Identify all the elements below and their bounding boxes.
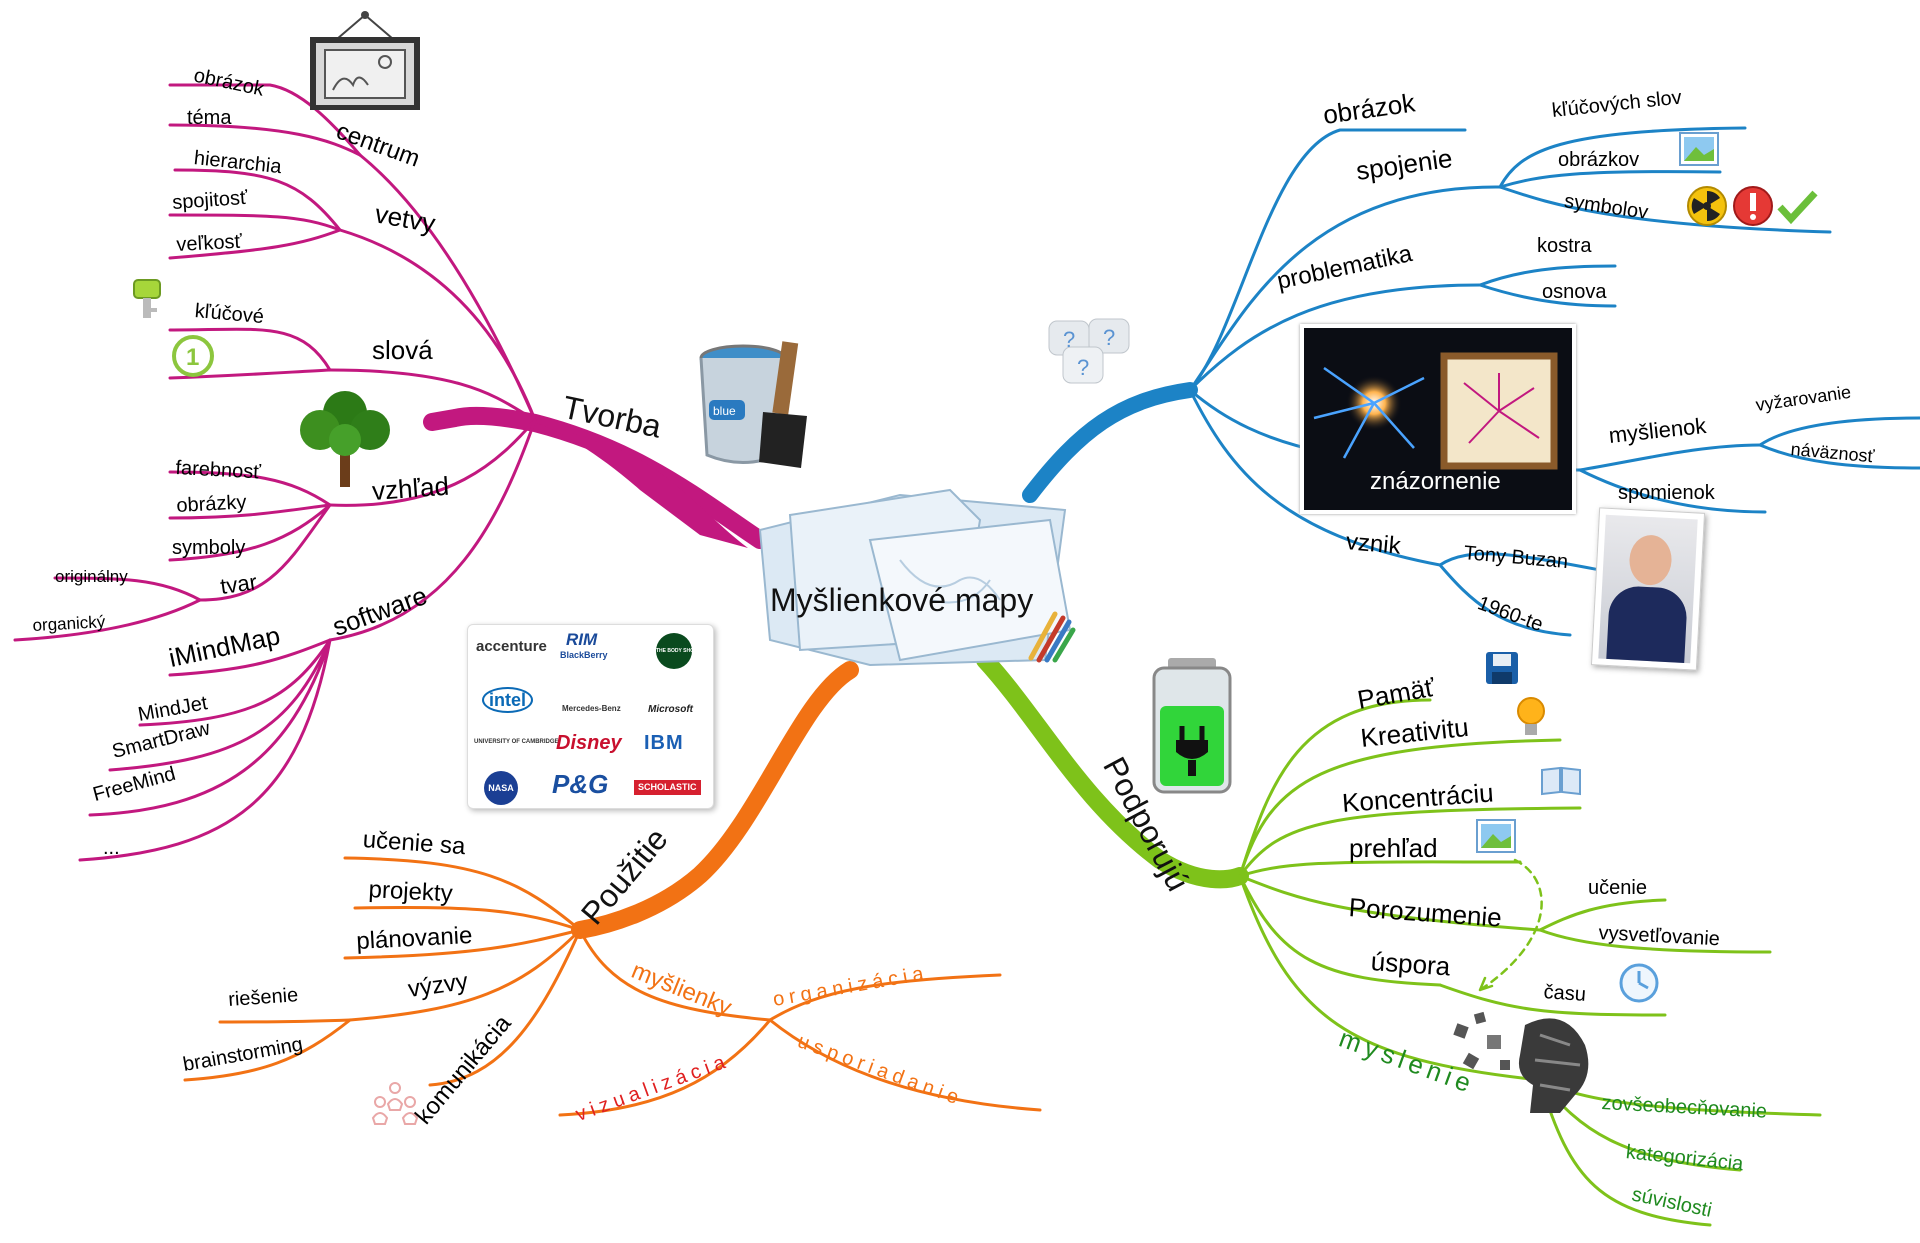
- center-image: [758, 488, 1072, 667]
- logo-disney: Disney: [556, 732, 622, 754]
- logo-mercedes: Mercedes-Benz: [562, 704, 621, 713]
- znazornenie-image: [1300, 324, 1576, 514]
- node-originalny: originálny: [55, 567, 128, 586]
- node-spomienok: spomienok: [1618, 482, 1715, 504]
- cube-head-icon: [1453, 1011, 1589, 1113]
- portrait-photo-icon: [1590, 507, 1706, 671]
- logo-intel: intel: [482, 687, 534, 713]
- logo-blackberry: BlackBerry: [560, 650, 608, 660]
- node-ucenie-p: učenie: [1588, 877, 1647, 899]
- question-bubbles-icon: ? ? ?: [1048, 318, 1130, 384]
- node-prehlad: prehľad: [1349, 833, 1438, 863]
- node-uspora: úspora: [1369, 946, 1452, 982]
- clock-icon: [1619, 963, 1659, 1003]
- radiation-icon: [1687, 186, 1727, 226]
- node-planovanie: plánovanie: [355, 921, 474, 955]
- node-obrazkov: obrázkov: [1558, 149, 1640, 171]
- node-riesenie: riešenie: [227, 984, 299, 1011]
- svg-text:?: ?: [1103, 325, 1115, 350]
- logo-scholastic: SCHOLASTIC: [634, 780, 701, 795]
- tree-icon: [300, 391, 390, 487]
- neuron-icon: [1313, 352, 1558, 470]
- picture-frame-icon: [310, 11, 420, 110]
- svg-text:blue: blue: [713, 404, 736, 418]
- crayons-icon: [1028, 611, 1076, 663]
- center-label: Myšlienkové mapy: [770, 582, 1034, 618]
- node-osnova: osnova: [1542, 281, 1607, 303]
- node-spojitost: spojitosť: [171, 186, 249, 214]
- node-projekty: projekty: [367, 876, 454, 908]
- node-organicky: organický: [32, 612, 106, 635]
- battery-plug-icon: [1152, 658, 1232, 794]
- company-logos: accenture RIM BlackBerry THE BODY SHOP i…: [467, 624, 714, 809]
- floppy-disk-icon: [1486, 652, 1518, 684]
- svg-text:?: ?: [1077, 355, 1089, 380]
- node-casu: času: [1542, 981, 1587, 1006]
- svg-text:1: 1: [186, 344, 199, 371]
- logo-cambridge: UNIVERSITY OF CAMBRIDGE: [474, 739, 559, 745]
- logo-pg: P&G: [552, 769, 609, 799]
- logo-ibm: IBM: [644, 732, 684, 754]
- image-icon: [1679, 132, 1719, 166]
- book-icon: [1541, 766, 1581, 796]
- status-icons: [1687, 186, 1818, 226]
- checkmark-icon: [1777, 190, 1818, 225]
- image-icon: [1476, 819, 1516, 853]
- logo-rim: RIM: [566, 630, 598, 649]
- paint-bucket-icon: blue: [699, 341, 807, 468]
- node-tema: téma: [187, 107, 232, 129]
- logo-microsoft: Microsoft: [648, 704, 693, 715]
- node-farebnost: farebnosť: [174, 457, 262, 484]
- node-velkost: veľkosť: [175, 230, 243, 256]
- node-ellipsis: ...: [103, 837, 120, 859]
- svg-text:?: ?: [1063, 327, 1075, 352]
- light-bulb-icon: [1517, 697, 1545, 735]
- node-vznik: vznik: [1344, 528, 1402, 560]
- node-kostra: kostra: [1537, 235, 1592, 257]
- node-slova: slová: [372, 335, 433, 365]
- node-znazornenie: znázornenie: [1370, 468, 1501, 495]
- logo-bodyshop: THE BODY SHOP: [656, 633, 697, 669]
- logo-nasa: NASA: [484, 771, 518, 805]
- warning-icon: [1733, 186, 1773, 226]
- node-symboly: symboly: [172, 537, 246, 559]
- logo-accenture: accenture: [476, 638, 547, 655]
- key-icon: [133, 279, 161, 318]
- node-obrazky: obrázky: [175, 491, 247, 517]
- node-tvar: tvar: [218, 569, 259, 599]
- people-icon: [371, 1082, 419, 1125]
- number-one-icon: 1: [172, 335, 214, 377]
